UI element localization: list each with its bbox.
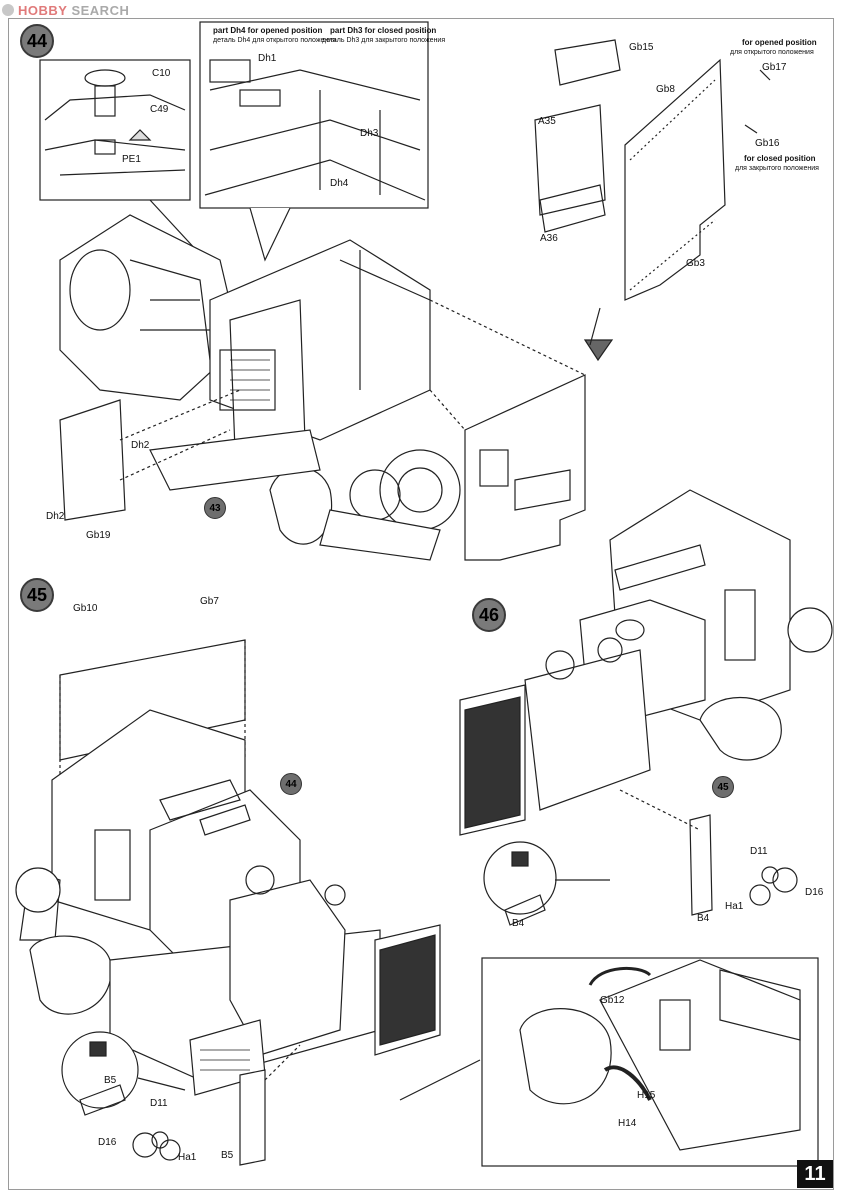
part-label-D16-step45: D16 (98, 1137, 117, 1148)
part-label-D16-step46: D16 (805, 887, 824, 898)
part-label-Gb19: Gb19 (86, 530, 111, 541)
part-label-C10: C10 (152, 68, 171, 79)
note-dh4-ru: деталь Dh4 для открытого положения (213, 37, 336, 44)
part-label-Gb17: Gb17 (762, 62, 787, 73)
part-label-Gb7: Gb7 (200, 596, 219, 607)
part-label-Gb10: Gb10 (73, 603, 98, 614)
part-label-Dh1: Dh1 (258, 53, 277, 64)
logo-text-hobby: HOBBY (18, 2, 68, 18)
part-label-Gb8: Gb8 (656, 84, 675, 95)
part-label-D11-step45: D11 (150, 1098, 168, 1109)
part-label-B4-inset: B4 (512, 918, 525, 929)
step-45-marker: 45 (20, 578, 54, 612)
part-label-B5: B5 (221, 1150, 234, 1161)
part-label-D11-step46: D11 (750, 846, 768, 857)
note-dh4-en: part Dh4 for opened position (213, 26, 323, 35)
note-opened-en: for opened position (742, 38, 817, 47)
step-44-marker: 44 (20, 24, 54, 58)
part-label-A35: A35 (538, 116, 556, 127)
part-label-B5-inset: B5 (104, 1075, 117, 1086)
part-label-Dh2-lower: Dh2 (46, 511, 65, 522)
part-label-PE1: PE1 (122, 154, 141, 165)
page-frame (8, 18, 834, 1190)
part-label-Dh4: Dh4 (330, 178, 349, 189)
note-closed-ru: для закрытого положения (735, 165, 819, 172)
part-label-H14: H14 (618, 1118, 637, 1129)
logo-icon (2, 4, 14, 16)
part-label-Ha1-step46: Ha1 (725, 901, 744, 912)
note-opened-ru: для открытого положения (730, 49, 814, 56)
subassembly-43-marker: 43 (204, 497, 226, 519)
subassembly-45-marker: 45 (712, 776, 734, 798)
part-label-Dh3: Dh3 (360, 128, 379, 139)
subassembly-44-marker: 44 (280, 773, 302, 795)
logo-text-search: SEARCH (71, 2, 130, 18)
note-dh3-ru: деталь Dh3 для закрытого положения (322, 37, 446, 44)
part-label-A36: A36 (540, 233, 558, 244)
note-closed-en: for closed position (744, 154, 816, 163)
part-label-B4: B4 (697, 913, 710, 924)
note-dh3-en: part Dh3 for closed position (330, 26, 437, 35)
part-label-H15: H15 (637, 1090, 656, 1101)
page-number: 11 (797, 1160, 833, 1188)
part-label-Gb15: Gb15 (629, 42, 654, 53)
part-label-Gb12: Gb12 (600, 995, 625, 1006)
part-label-Gb3: Gb3 (686, 258, 705, 269)
part-label-Ha1-step45: Ha1 (178, 1152, 197, 1163)
step-46-marker: 46 (472, 598, 506, 632)
part-label-C49: C49 (150, 104, 169, 115)
part-label-Gb16: Gb16 (755, 138, 780, 149)
watermark-logo: HOBBY SEARCH (2, 2, 129, 18)
part-label-Dh2-upper: Dh2 (131, 440, 150, 451)
